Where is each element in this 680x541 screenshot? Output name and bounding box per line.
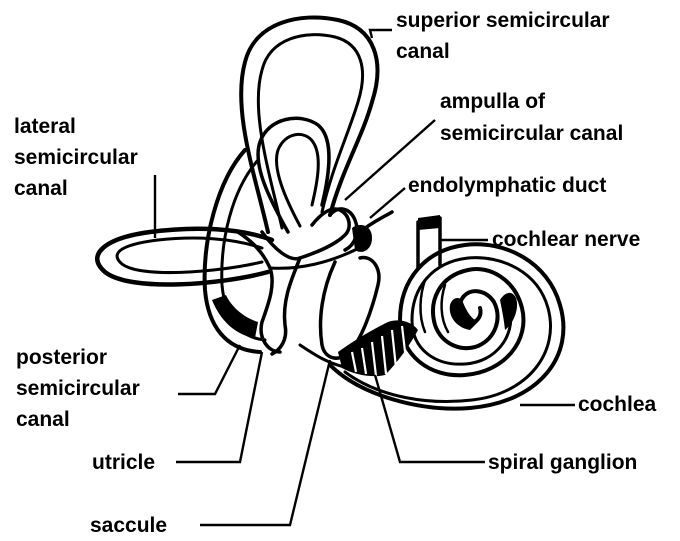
label-utricle: utricle	[92, 451, 155, 474]
label-ampulla: ampulla of semicircular canal	[440, 90, 623, 145]
superior-canal-label-line2: canal	[396, 40, 450, 63]
superior-canal-label-line1: superior semicircular	[396, 9, 610, 32]
ampulla-label-line1: ampulla of	[440, 90, 546, 113]
ampulla-label-line2: semicircular canal	[440, 122, 623, 145]
spiral-ganglion-label: spiral ganglion	[488, 451, 637, 474]
endolymphatic-duct	[360, 212, 392, 232]
lateral-canal-label-line2: semicircular	[14, 146, 138, 169]
label-saccule: saccule	[90, 514, 167, 537]
label-cochlea: cochlea	[578, 393, 657, 416]
ampulla	[330, 209, 372, 252]
spiral-ganglion-body	[338, 320, 418, 376]
lateral-canal-label-line1: lateral	[14, 115, 76, 138]
utricle-label: utricle	[92, 451, 155, 474]
posterior-canal-label-line2: semicircular	[16, 377, 140, 400]
endolymphatic-duct-label: endolymphatic duct	[408, 174, 606, 197]
label-spiral-ganglion: spiral ganglion	[488, 451, 637, 474]
cochlear-nerve-label: cochlear nerve	[492, 228, 640, 251]
label-lateral-semicircular-canal: lateral semicircular canal	[14, 115, 138, 200]
saccule-label: saccule	[90, 514, 167, 537]
superior-semicircular-canal	[241, 17, 377, 232]
label-cochlear-nerve: cochlear nerve	[492, 228, 640, 251]
label-posterior-semicircular-canal: posterior semicircular canal	[16, 346, 140, 431]
posterior-canal-label-line3: canal	[16, 408, 70, 431]
lateral-canal-label-line3: canal	[14, 177, 68, 200]
label-endolymphatic-duct: endolymphatic duct	[408, 174, 606, 197]
posterior-canal-label-line1: posterior	[16, 346, 107, 369]
cochlea-label: cochlea	[578, 393, 657, 416]
label-superior-semicircular-canal: superior semicircular canal	[396, 9, 610, 63]
anatomy-drawing	[97, 17, 563, 408]
